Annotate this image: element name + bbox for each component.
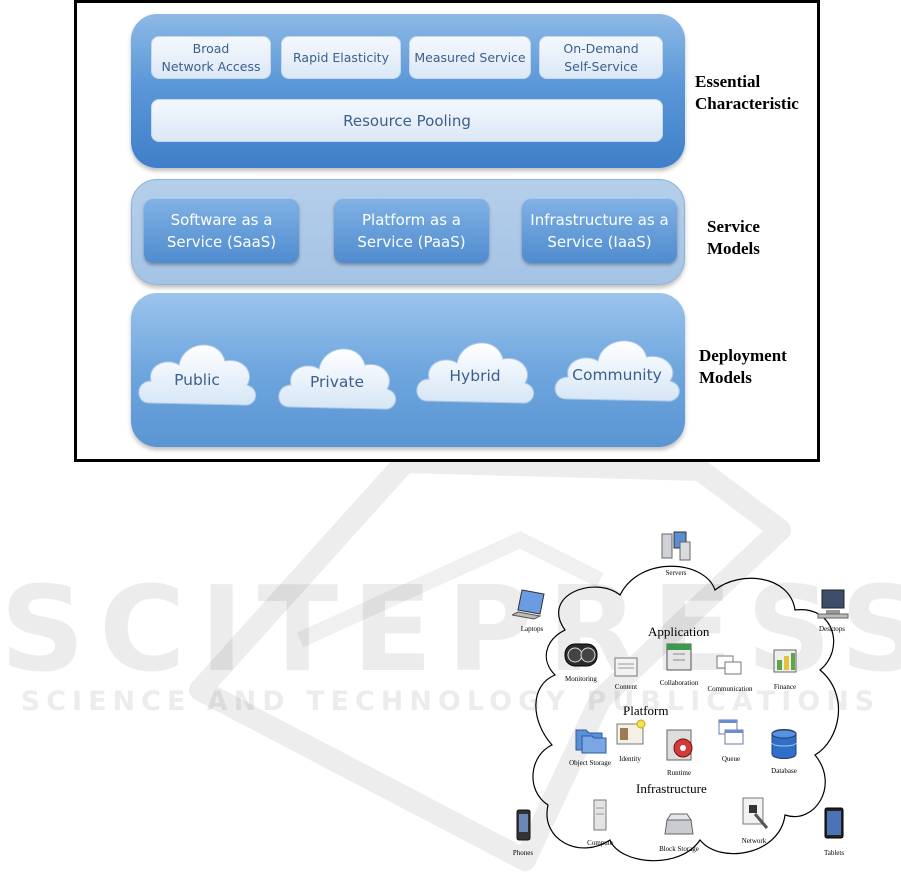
infrastructure-heading: Infrastructure: [636, 781, 707, 796]
cloud-icon: [554, 340, 680, 402]
community-cloud: Community: [549, 317, 685, 413]
tablets-label: Tablets: [823, 849, 845, 857]
deployment-models-label: Deployment Models: [699, 346, 787, 387]
communication-item: Communication: [706, 652, 754, 693]
laptops-label: Laptops: [520, 625, 544, 633]
community-label: Community: [572, 366, 662, 384]
servers-icon: [661, 531, 691, 561]
resource-pooling-box: Resource Pooling: [151, 99, 663, 142]
phones-label: Phones: [512, 849, 534, 857]
compute-item: Compute: [582, 798, 618, 847]
identity-label: Identity: [619, 755, 641, 763]
monitoring-item: Monitoring: [558, 640, 604, 683]
public-cloud: Public: [133, 321, 261, 417]
runtime-label: Runtime: [666, 769, 692, 777]
hybrid-cloud: Hybrid: [411, 319, 539, 415]
network-item: Network: [734, 796, 774, 845]
identity-item: Identity: [612, 718, 648, 763]
collaboration-icon: [666, 643, 692, 671]
network-label: Network: [741, 837, 767, 845]
runtime-disc-icon: [666, 729, 693, 761]
paas-box: Platform as a Service (PaaS): [334, 199, 489, 263]
chat-bubbles-icon: [716, 655, 742, 675]
network-plug-icon: [742, 797, 769, 829]
object-storage-label: Object Storage: [569, 759, 611, 767]
block-storage-label: Block Storage: [659, 845, 699, 853]
block-storage-item: Block Storage: [656, 810, 702, 853]
cloud-icon: [278, 348, 397, 410]
id-card-icon: [616, 719, 646, 745]
broad-network-access-box: Broad Network Access: [151, 36, 271, 79]
phones-item: Phones: [504, 808, 542, 857]
communication-label: Communication: [707, 685, 753, 693]
cloud-computing-diagram: Application Platform Infrastructure Serv…: [500, 520, 860, 882]
gauge-icon: [564, 643, 598, 667]
finance-label: Finance: [773, 683, 797, 691]
saas-box: Software as a Service (SaaS): [144, 199, 299, 263]
public-label: Public: [174, 371, 220, 389]
content-item: Content: [608, 656, 644, 691]
cloud-model-figure: Broad Network Access Rapid Elasticity Me…: [74, 0, 820, 462]
monitoring-label: Monitoring: [565, 675, 597, 683]
tablet-icon: [824, 807, 844, 839]
database-item: Database: [766, 726, 802, 775]
phone-icon: [516, 809, 531, 841]
queue-item: Queue: [714, 716, 748, 763]
desktops-item: Desktops: [810, 586, 854, 633]
on-demand-self-service-box: On-Demand Self-Service: [539, 36, 663, 79]
desktops-label: Desktops: [818, 625, 846, 633]
queue-windows-icon: [718, 719, 744, 745]
collaboration-item: Collaboration: [652, 640, 706, 687]
platform-heading: Platform: [623, 703, 669, 718]
cloud-icon: [416, 342, 535, 404]
application-heading: Application: [648, 624, 710, 639]
finance-item: Finance: [766, 644, 804, 691]
hybrid-label: Hybrid: [449, 367, 501, 385]
collaboration-label: Collaboration: [659, 679, 699, 687]
compute-server-icon: [593, 799, 607, 831]
database-icon: [771, 729, 797, 759]
cloud-icon: [138, 344, 257, 406]
laptops-item: Laptops: [510, 586, 554, 633]
finance-chart-icon: [773, 649, 797, 673]
iaas-box: Infrastructure as a Service (IaaS): [522, 199, 677, 263]
folders-icon: [575, 729, 607, 754]
essential-characteristics-band: Broad Network Access Rapid Elasticity Me…: [131, 14, 685, 168]
service-models-band: Software as a Service (SaaS) Platform as…: [131, 179, 685, 285]
queue-label: Queue: [721, 755, 741, 763]
rapid-elasticity-box: Rapid Elasticity: [281, 36, 401, 79]
tablets-item: Tablets: [814, 806, 854, 857]
document-icon: [614, 657, 638, 677]
database-label: Database: [771, 767, 797, 775]
compute-label: Compute: [587, 839, 613, 847]
hard-drive-icon: [664, 813, 694, 835]
measured-service-box: Measured Service: [409, 36, 531, 79]
deployment-models-band: Public Private Hybrid Community: [131, 293, 685, 447]
servers-item: Servers: [654, 530, 698, 577]
laptop-icon: [510, 589, 545, 620]
runtime-item: Runtime: [656, 726, 702, 777]
desktop-icon: [817, 589, 849, 619]
private-label: Private: [309, 373, 365, 391]
object-storage-item: Object Storage: [566, 724, 614, 767]
content-label: Content: [614, 683, 638, 691]
servers-label: Servers: [665, 569, 687, 577]
big-cloud-outline: [532, 565, 840, 862]
private-cloud: Private: [273, 325, 401, 421]
service-models-label: Service Models: [707, 217, 760, 258]
essential-characteristic-label: Essential Characteristic: [695, 72, 799, 113]
